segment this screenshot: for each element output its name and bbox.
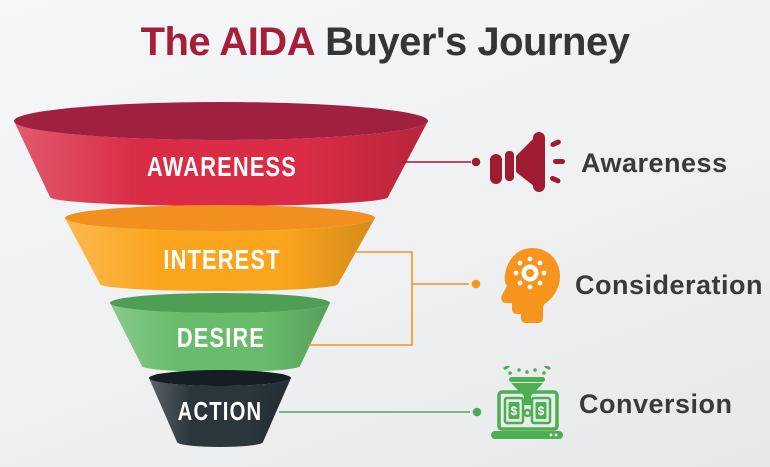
action-body-shade [149,378,291,447]
funnel-glyph [509,377,545,405]
interest-body-shade [65,218,375,291]
conversion-connector [279,407,482,417]
laptop-base [491,431,563,439]
legend-label-consideration: Consideration [575,269,764,300]
desire-stage-label: DESIRE [177,322,265,353]
consideration-connector-dot [471,279,481,289]
legend-row-conversion: $ $ Conversion [488,366,733,442]
funnel-stage-awareness: AWARENESS [14,102,428,206]
consideration-bracket [308,251,413,346]
legend-row-consideration: Consideration [490,246,763,324]
funnel-stage-action: ACTION [149,370,291,447]
base-dot-1 [549,433,553,437]
title-accent: The AIDA [140,20,316,64]
dollar-symbol-right: $ [538,404,545,418]
awareness-stage-label: AWARENESS [147,151,297,182]
base-dot-2 [554,433,558,437]
laptop-funnel-money-icon: $ $ [491,366,563,439]
action-rim [149,370,291,386]
desire-body-shade [110,303,330,372]
screen-outline [497,390,559,431]
interest-rim [65,205,375,231]
dollar-bills [508,402,547,419]
awareness-connector-dot [471,157,481,167]
funnel-stage-interest: INTEREST [65,205,375,291]
awareness-rim [14,102,428,140]
consideration-connector [308,251,481,346]
interest-stage-label: INTEREST [163,244,280,275]
awareness-connector [402,157,481,167]
legend-label-conversion: Conversion [579,388,733,419]
head-idea-icon [501,248,560,323]
legend-row-awareness: Awareness [488,127,728,199]
desire-rim [110,293,330,313]
awareness-body-shade [14,121,428,206]
action-stage-label: ACTION [178,397,263,426]
legend-label-awareness: Awareness [581,147,728,178]
funnel-stage-desire: DESIRE [110,293,330,372]
sparks-glyph [503,366,551,375]
title-rest: Buyer's Journey [325,20,630,64]
dollar-symbol-left: $ [511,404,518,418]
megaphone-icon [490,132,565,192]
conversion-connector-dot [472,407,482,417]
